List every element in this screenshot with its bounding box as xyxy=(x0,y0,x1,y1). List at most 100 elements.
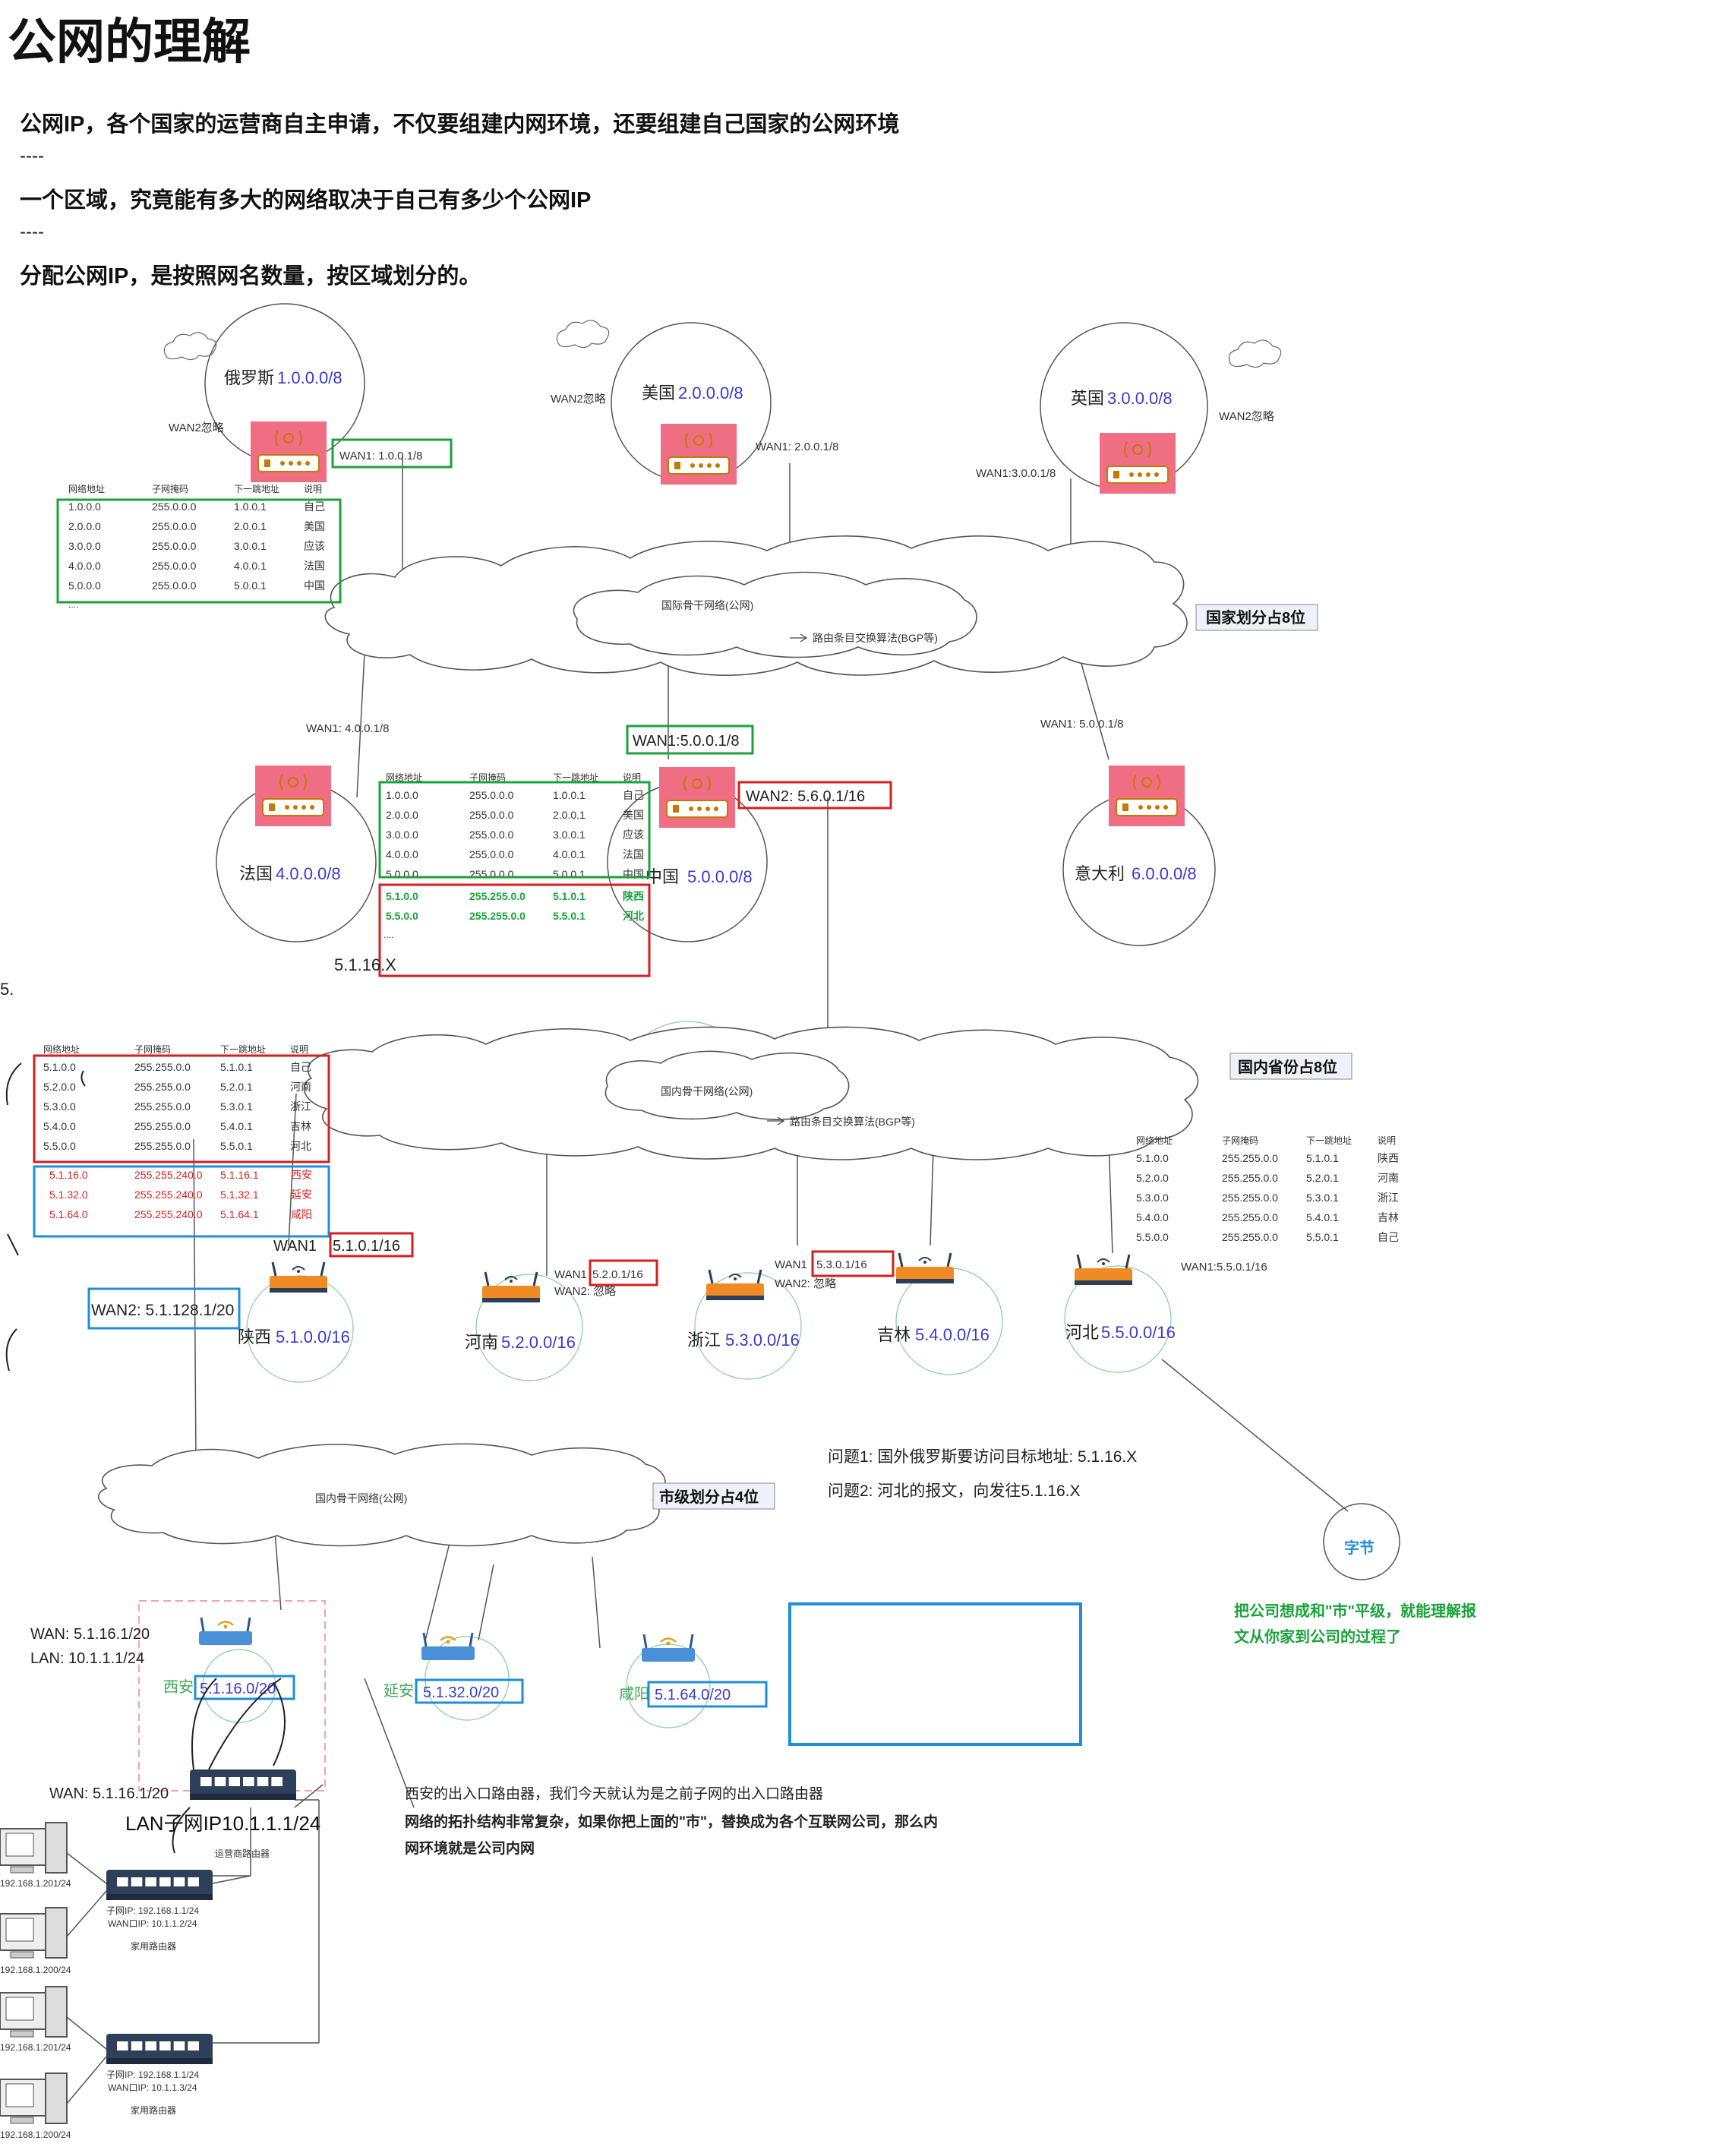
empty-blue-box xyxy=(788,1602,1082,1746)
home-router-2-wan: WAN口IP: 10.1.1.3/24 xyxy=(108,2082,197,2093)
note-5116x: 5.1.16.X xyxy=(334,955,396,974)
hebei-table-cell: 陕西 xyxy=(1378,1152,1399,1164)
hebei-table-cell: 255.255.0.0 xyxy=(1222,1152,1278,1164)
text-line-1: 公网IP，各个国家的运营商自主申请，不仅要组建内网环境，还要组建自己国家的公网环… xyxy=(20,112,900,137)
domestic-cloud-sub: 路由条目交换算法(BGP等) xyxy=(790,1116,915,1128)
russia-table-cell: 法国 xyxy=(304,560,325,572)
russia-table-cell: 255.0.0.0 xyxy=(152,560,197,572)
country-router-icon xyxy=(661,424,737,485)
russia-table-header-3: 说明 xyxy=(304,483,322,494)
china-extra-cell: 陕西 xyxy=(623,890,644,902)
shaanxi-net: 5.1.0.0/16 xyxy=(276,1327,350,1346)
china-table-cell: 4.0.0.0 xyxy=(386,848,418,860)
russia-wan2: WAN2忽略 xyxy=(169,421,224,434)
zhejiang-net: 5.3.0.0/16 xyxy=(725,1331,800,1350)
operator-router-label: 运营商路由器 xyxy=(215,1848,270,1859)
operator-router-icon xyxy=(190,1769,296,1800)
province-table-cell: 5.1.0.0 xyxy=(43,1061,76,1073)
province-table-header-3: 说明 xyxy=(290,1043,308,1055)
intl-cloud-label: 国际骨干网络(公网) xyxy=(661,599,753,611)
hebei-table-cell: 255.255.0.0 xyxy=(1222,1211,1278,1223)
hebei-table-cell: 255.255.0.0 xyxy=(1222,1192,1278,1204)
france-name: 法国 xyxy=(239,864,273,883)
province-table-header-2: 下一跳地址 xyxy=(220,1044,266,1055)
province-division-tag: 国内省份占8位 xyxy=(1238,1058,1337,1076)
country-router-icon xyxy=(251,421,327,482)
province-table-cell: 255.255.0.0 xyxy=(134,1140,191,1152)
russia-table-header-0: 网络地址 xyxy=(68,483,105,494)
green-note-2: 文从你家到公司的过程了 xyxy=(1234,1627,1401,1646)
province-table-cell: 5.1.0.1 xyxy=(220,1061,253,1073)
province-table-cell: 5.3.0.1 xyxy=(220,1100,253,1113)
province-table-cell: 5.2.0.1 xyxy=(220,1081,253,1093)
hebei-table-cell: 河南 xyxy=(1378,1172,1399,1184)
province-table-cell: 255.255.0.0 xyxy=(134,1120,191,1132)
china-table-cell: 5.0.0.0 xyxy=(386,868,418,880)
zhejiang-wan2: WAN2: 忽略 xyxy=(775,1277,836,1290)
china-table-cell: 中国 xyxy=(623,868,644,880)
province-table-cell: 吉林 xyxy=(290,1120,311,1132)
russia-table-cell: 应该 xyxy=(304,540,325,552)
hebei-table-cell: 5.1.0.0 xyxy=(1136,1152,1169,1164)
country-router-icon xyxy=(1109,766,1185,826)
province-router-icon xyxy=(482,1271,540,1302)
hebei-table-cell: 5.1.0.1 xyxy=(1306,1152,1339,1164)
china-name: 中国 xyxy=(645,867,679,886)
china-table-cell: 4.0.0.1 xyxy=(553,848,586,860)
china-wan1: WAN1:5.0.0.1/8 xyxy=(633,733,739,750)
shaanxi-sub-table-cell: 延安 xyxy=(291,1189,312,1201)
russia-table-header-1: 子网掩码 xyxy=(152,484,188,494)
hebei-table-cell: 5.5.0.1 xyxy=(1306,1231,1339,1243)
text-line-2: 一个区域，究竟能有多大的网络取决于自己有多少个公网IP xyxy=(20,188,592,213)
xian-name: 西安 xyxy=(163,1678,194,1696)
russia-table-cell: 中国 xyxy=(304,579,325,592)
pc-4-ip: 192.168.1.200/24 xyxy=(0,2129,71,2140)
china-table-header-2: 下一跳地址 xyxy=(553,772,598,783)
city-cloud-label: 国内骨干网络(公网) xyxy=(315,1492,407,1504)
province-router-icon xyxy=(1075,1254,1132,1285)
intl-cloud-sub: 路由条目交换算法(BGP等) xyxy=(813,632,938,644)
province-router-icon xyxy=(706,1269,764,1300)
home-router-2-label: 家用路由器 xyxy=(131,2104,176,2116)
province-table-cell: 河南 xyxy=(290,1081,311,1093)
jilin-net: 5.4.0.0/16 xyxy=(915,1325,990,1344)
shaanxi-sub-table-cell: 5.1.64.0 xyxy=(49,1208,88,1220)
henan-wan1: WAN1 xyxy=(554,1268,587,1281)
province-table-header-0: 网络地址 xyxy=(43,1043,80,1055)
city-router-icon xyxy=(421,1632,475,1660)
china-table-cell: 3.0.0.0 xyxy=(386,829,418,841)
usa-net: 2.0.0.0/8 xyxy=(678,384,743,403)
province-table-cell: 5.2.0.0 xyxy=(43,1081,76,1093)
china-table-cell: 美国 xyxy=(623,809,644,821)
yanan-name: 延安 xyxy=(383,1682,414,1700)
china-table-cell: 法国 xyxy=(623,848,644,860)
russia-table-ellipsis: .... xyxy=(68,599,78,610)
china-net: 5.0.0.0/8 xyxy=(687,867,753,886)
province-table-cell: 5.4.0.1 xyxy=(220,1120,253,1132)
yanan-net: 5.1.32.0/20 xyxy=(423,1684,499,1701)
green-note-1: 把公司想成和"市"平级，就能理解报 xyxy=(1234,1602,1476,1620)
china-table-header-0: 网络地址 xyxy=(386,772,422,783)
province-table-cell: 5.5.0.1 xyxy=(220,1140,253,1152)
pc-2-ip: 192.168.1.200/24 xyxy=(0,1965,71,1975)
hebei-table-cell: 自己 xyxy=(1378,1231,1399,1243)
china-extra-cell: 255.255.0.0 xyxy=(469,890,526,902)
china-table-cell: 应该 xyxy=(623,829,644,841)
russia-name: 俄罗斯 xyxy=(224,368,274,387)
hebei-table-header-2: 下一跳地址 xyxy=(1306,1135,1352,1146)
russia-table-cell: 1.0.0.0 xyxy=(68,500,101,513)
shaanxi-name: 陕西 xyxy=(238,1327,271,1346)
china-extra-cell: 5.1.0.1 xyxy=(553,890,586,902)
separator-2: ---- xyxy=(20,222,44,242)
text-line-3: 分配公网IP，是按照网名数量，按区域划分的。 xyxy=(20,264,481,289)
usa-wan2: WAN2忽略 xyxy=(551,393,606,406)
home-router-1-sub: 子网IP: 192.168.1.1/24 xyxy=(106,1905,199,1916)
china-extra-cell: 5.5.0.1 xyxy=(553,910,586,922)
china-table-cell: 2.0.0.0 xyxy=(386,809,418,821)
china-table-cell: 255.0.0.0 xyxy=(469,829,514,841)
city-division-tag: 市级划分占4位 xyxy=(659,1488,759,1506)
russia-table-cell: 美国 xyxy=(304,520,325,532)
russia-table-cell: 5.0.0.0 xyxy=(68,579,101,592)
russia-table-cell: 1.0.0.1 xyxy=(234,500,267,513)
shaanxi-sub-table-cell: 5.1.32.1 xyxy=(220,1189,259,1201)
